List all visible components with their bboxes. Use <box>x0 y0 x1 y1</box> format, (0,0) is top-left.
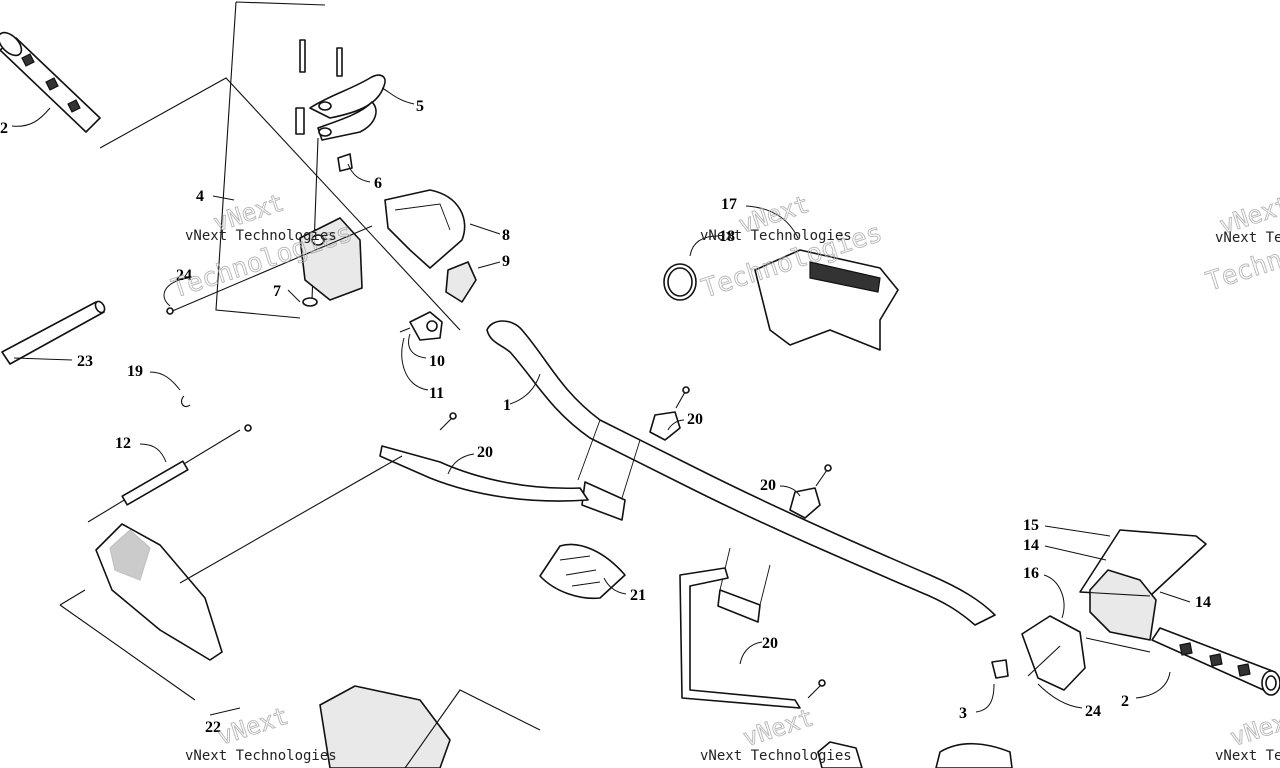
callout-19: 19 <box>127 363 143 380</box>
callout-20a: 20 <box>477 444 493 461</box>
rod <box>1 300 106 365</box>
watermark-text-4: vNext Technologies <box>185 748 337 764</box>
watermark-text-5: vNext Technologies <box>700 748 852 764</box>
callout-18: 18 <box>719 228 735 245</box>
callout-3: 3 <box>959 705 967 722</box>
watermark-logo-6a: vNext <box>1227 703 1280 752</box>
callout-1: 1 <box>503 397 511 414</box>
watermark-logo-5a: vNext <box>740 703 817 752</box>
watermark-text-6: vNext Technologies <box>1215 748 1280 764</box>
callout-20b: 20 <box>687 411 703 428</box>
callout-9: 9 <box>502 253 510 270</box>
callout-24a: 24 <box>176 267 192 284</box>
callout-10: 10 <box>429 353 445 370</box>
watermark-logo-4a: vNext <box>214 702 291 751</box>
callout-20c: 20 <box>760 477 776 494</box>
callout-17: 17 <box>721 196 737 213</box>
callout-12: 12 <box>115 435 131 452</box>
throttle-cable <box>87 395 252 523</box>
crossbar-pad <box>663 249 899 351</box>
callout-24b: 24 <box>1085 703 1101 720</box>
callout-labels: 1 2 2 3 4 5 6 7 8 9 10 11 12 14 14 15 16… <box>0 98 1211 736</box>
leader-lines <box>11 87 1191 716</box>
watermark-text-3: vNext Technologies <box>1215 230 1280 246</box>
right-grip <box>1151 627 1280 696</box>
callout-11: 11 <box>429 385 444 402</box>
callout-5: 5 <box>416 98 424 115</box>
throttle-lever-assembly <box>166 39 477 315</box>
callout-15: 15 <box>1023 517 1039 534</box>
watermark: vNext Technologies vNext Technologies vN… <box>168 188 1280 764</box>
callout-7: 7 <box>273 283 281 300</box>
assembly-outline-box <box>99 1 461 331</box>
switch-assembly <box>399 311 443 341</box>
callout-16: 16 <box>1023 565 1039 582</box>
callout-23: 23 <box>77 353 93 370</box>
left-handguard <box>59 455 541 768</box>
callout-4: 4 <box>196 188 204 205</box>
callout-20d: 20 <box>762 635 778 652</box>
handguard-brackets <box>379 386 832 709</box>
right-switch-housing <box>817 529 1207 768</box>
callout-14b: 14 <box>1195 594 1211 611</box>
callout-14a: 14 <box>1023 537 1039 554</box>
left-grip <box>0 31 101 133</box>
callout-21: 21 <box>630 587 646 604</box>
watermark-text-2: vNext Technologies <box>700 228 852 244</box>
callout-8: 8 <box>502 227 510 244</box>
hardware-kit <box>539 543 626 600</box>
callout-2-right: 2 <box>1121 693 1129 710</box>
callout-22: 22 <box>205 719 221 736</box>
callout-2-left: 2 <box>0 120 8 137</box>
callout-6: 6 <box>374 175 382 192</box>
watermark-text-1: vNext Technologies <box>185 228 337 244</box>
